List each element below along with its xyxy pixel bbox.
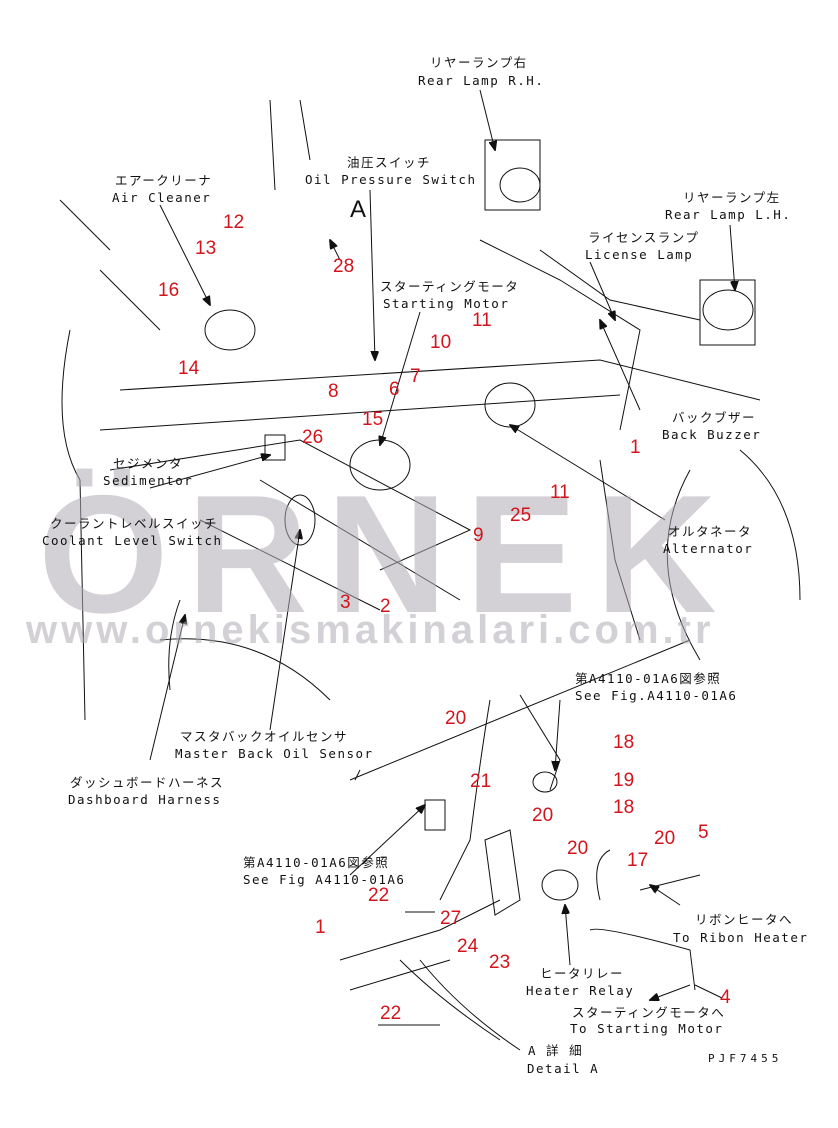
- drawing-number: PJF7455: [708, 1052, 783, 1065]
- part-number: 1: [630, 437, 641, 458]
- part-number: 9: [473, 525, 484, 546]
- label-see-fig1: See Fig.A4110-01A6: [575, 688, 738, 703]
- label-to-start-jp: スターティングモータへ: [572, 1005, 726, 1020]
- label-detail: Detail A: [527, 1061, 600, 1076]
- part-number: 11: [550, 482, 570, 503]
- part-number: 20: [567, 838, 589, 859]
- label-sedimentor: Sedimentor: [103, 473, 194, 488]
- label-starting-motor-jp: スターティングモータ: [380, 279, 520, 294]
- part-number: 21: [470, 771, 492, 792]
- label-sedimentor-jp: セジメンタ: [113, 456, 184, 471]
- part-number: 7: [410, 366, 421, 387]
- part-number: 18: [613, 797, 635, 818]
- label-oil-pressure-jp: 油圧スイッチ: [347, 155, 432, 170]
- part-number: 17: [627, 850, 649, 871]
- part-number: 5: [698, 822, 709, 843]
- part-number: 8: [328, 381, 339, 402]
- label-see-fig1-jp: 第A4110-01A6図参照: [575, 671, 722, 686]
- label-rear-lamp-lh-jp: リヤーランプ左: [683, 190, 781, 205]
- label-license-lamp: License Lamp: [585, 247, 694, 262]
- part-number: 6: [389, 379, 400, 400]
- part-number: 11: [472, 310, 492, 331]
- label-starting-motor: Starting Motor: [383, 296, 510, 311]
- part-number: 16: [158, 280, 180, 301]
- watermark-url: www.ornekismakinalari.com.tr: [26, 608, 715, 652]
- label-alternator-jp: オルタネータ: [668, 524, 753, 539]
- label-ribbon-jp: リボンヒータへ: [695, 912, 794, 927]
- label-back-buzzer: Back Buzzer: [662, 427, 762, 442]
- watermark-brand: ÖRNEK: [38, 460, 735, 648]
- label-license-lamp-jp: ライセンスランプ: [588, 230, 700, 245]
- part-number: 14: [178, 358, 200, 379]
- part-number: 24: [457, 936, 479, 957]
- label-heater-relay: Heater Relay: [526, 983, 635, 998]
- part-number: 26: [302, 427, 324, 448]
- label-master-back-jp: マスタバックオイルセンサ: [180, 729, 349, 744]
- label-air-cleaner-jp: エアークリーナ: [115, 173, 213, 188]
- part-number: 23: [489, 952, 511, 973]
- label-oil-pressure: Oil Pressure Switch: [305, 172, 477, 187]
- part-number: 18: [613, 732, 635, 753]
- part-number: 15: [362, 409, 384, 430]
- part-number: 12: [223, 212, 245, 233]
- part-number: 22: [380, 1003, 402, 1024]
- label-alternator: Alternator: [663, 541, 754, 556]
- label-dashboard-jp: ダッシュボードハーネス: [70, 775, 225, 790]
- label-see-fig2-jp: 第A4110-01A6図参照: [243, 855, 390, 870]
- label-coolant-jp: クーラントレベルスイッチ: [50, 516, 219, 531]
- label-rear-lamp-lh: Rear Lamp L.H.: [665, 207, 792, 222]
- part-number: 25: [510, 505, 532, 526]
- label-rear-lamp-rh: Rear Lamp R.H.: [418, 73, 545, 88]
- label-dashboard: Dashboard Harness: [68, 792, 222, 807]
- label-detail-jp: A 詳 細: [528, 1043, 584, 1058]
- part-number: 27: [440, 908, 462, 929]
- part-number: 20: [654, 828, 676, 849]
- view-a-marker: A: [350, 196, 367, 223]
- label-back-buzzer-jp: バックブザー: [672, 410, 757, 425]
- label-see-fig2: See Fig A4110-01A6: [243, 872, 406, 887]
- label-coolant: Coolant Level Switch: [42, 533, 223, 548]
- label-ribbon: To Ribon Heater: [673, 930, 809, 945]
- part-number: 10: [430, 332, 452, 353]
- part-number: 1: [315, 917, 326, 938]
- label-to-start: To Starting Motor: [570, 1021, 724, 1036]
- part-number: 28: [333, 256, 355, 277]
- label-air-cleaner: Air Cleaner: [112, 190, 212, 205]
- part-number: 3: [340, 592, 351, 613]
- part-number: 20: [445, 708, 467, 729]
- part-number: 2: [380, 596, 391, 617]
- part-number: 20: [532, 805, 554, 826]
- part-number: 13: [195, 238, 217, 259]
- label-rear-lamp-rh-jp: リヤーランプ右: [430, 55, 528, 70]
- part-number: 19: [613, 770, 635, 791]
- part-number: 4: [720, 987, 731, 1008]
- part-number: 22: [368, 885, 390, 906]
- label-heater-relay-jp: ヒータリレー: [540, 966, 625, 981]
- label-master-back: Master Back Oil Sensor: [175, 746, 374, 761]
